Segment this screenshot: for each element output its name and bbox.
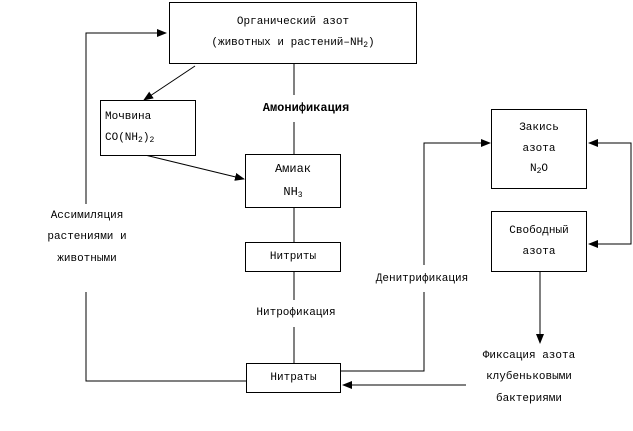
label-denitrification: Денитрификация (375, 273, 469, 285)
organic-line2: (животных и растений–NH2) (211, 37, 375, 50)
free-line1: Свободный (509, 224, 569, 237)
assimilation-line2: растениями и (47, 231, 127, 244)
ammonia-line1: Амиак (274, 162, 311, 177)
fixation-line2: клубеньковыми (486, 371, 572, 384)
edge-denitrification-upper (423, 139, 491, 265)
fixation-line1: Фиксация азота (482, 350, 576, 362)
label-fixation: Фиксация азота клубеньковыми бактериями (465, 346, 593, 410)
urea-line1: Мочвина (105, 111, 152, 124)
node-urea: Мочвина CO(NH2)2 (100, 100, 196, 156)
node-nitrates: Нитраты (246, 363, 341, 393)
edge-organic-to-urea (143, 65, 196, 101)
free-line2: азота (522, 245, 556, 258)
nitrous-line3: N2O (529, 163, 549, 177)
label-nitrification: Нитрофикация (256, 307, 336, 319)
node-nitrites: Нитриты (245, 242, 341, 272)
assimilation-line3: животными (57, 252, 117, 265)
fixation-line3: бактериями (495, 392, 562, 405)
label-ammonification: Амонификация (262, 101, 350, 115)
node-ammonia: Амиак NH3 (245, 154, 341, 208)
organic-line1: Органический азот (236, 16, 350, 29)
nitrous-line1: Закись (519, 121, 559, 134)
label-assimilation: Ассимиляция растениями и животными (28, 206, 146, 270)
assimilation-line1: Ассимиляция (50, 210, 124, 222)
nitrates-line1: Нитраты (270, 371, 317, 384)
ammonia-line2: NH3 (283, 185, 303, 200)
edge-assimilation (85, 292, 246, 382)
nitrites-line1: Нитриты (269, 250, 317, 263)
edge-denitrification-lower (341, 292, 425, 372)
node-organic-nitrogen: Органический азот (животных и растений–N… (169, 2, 417, 64)
edge-urea-to-ammonia (144, 154, 245, 181)
urea-line2: CO(NH2)2 (105, 132, 155, 145)
node-nitrous-oxide: Закись азота N2O (491, 109, 587, 189)
node-free-nitrogen: Свободный азота (491, 211, 587, 272)
nitrous-line2: азота (522, 142, 556, 155)
edge-assimilation-upper (85, 29, 167, 204)
edge-nitrous-free-loop (590, 142, 632, 245)
